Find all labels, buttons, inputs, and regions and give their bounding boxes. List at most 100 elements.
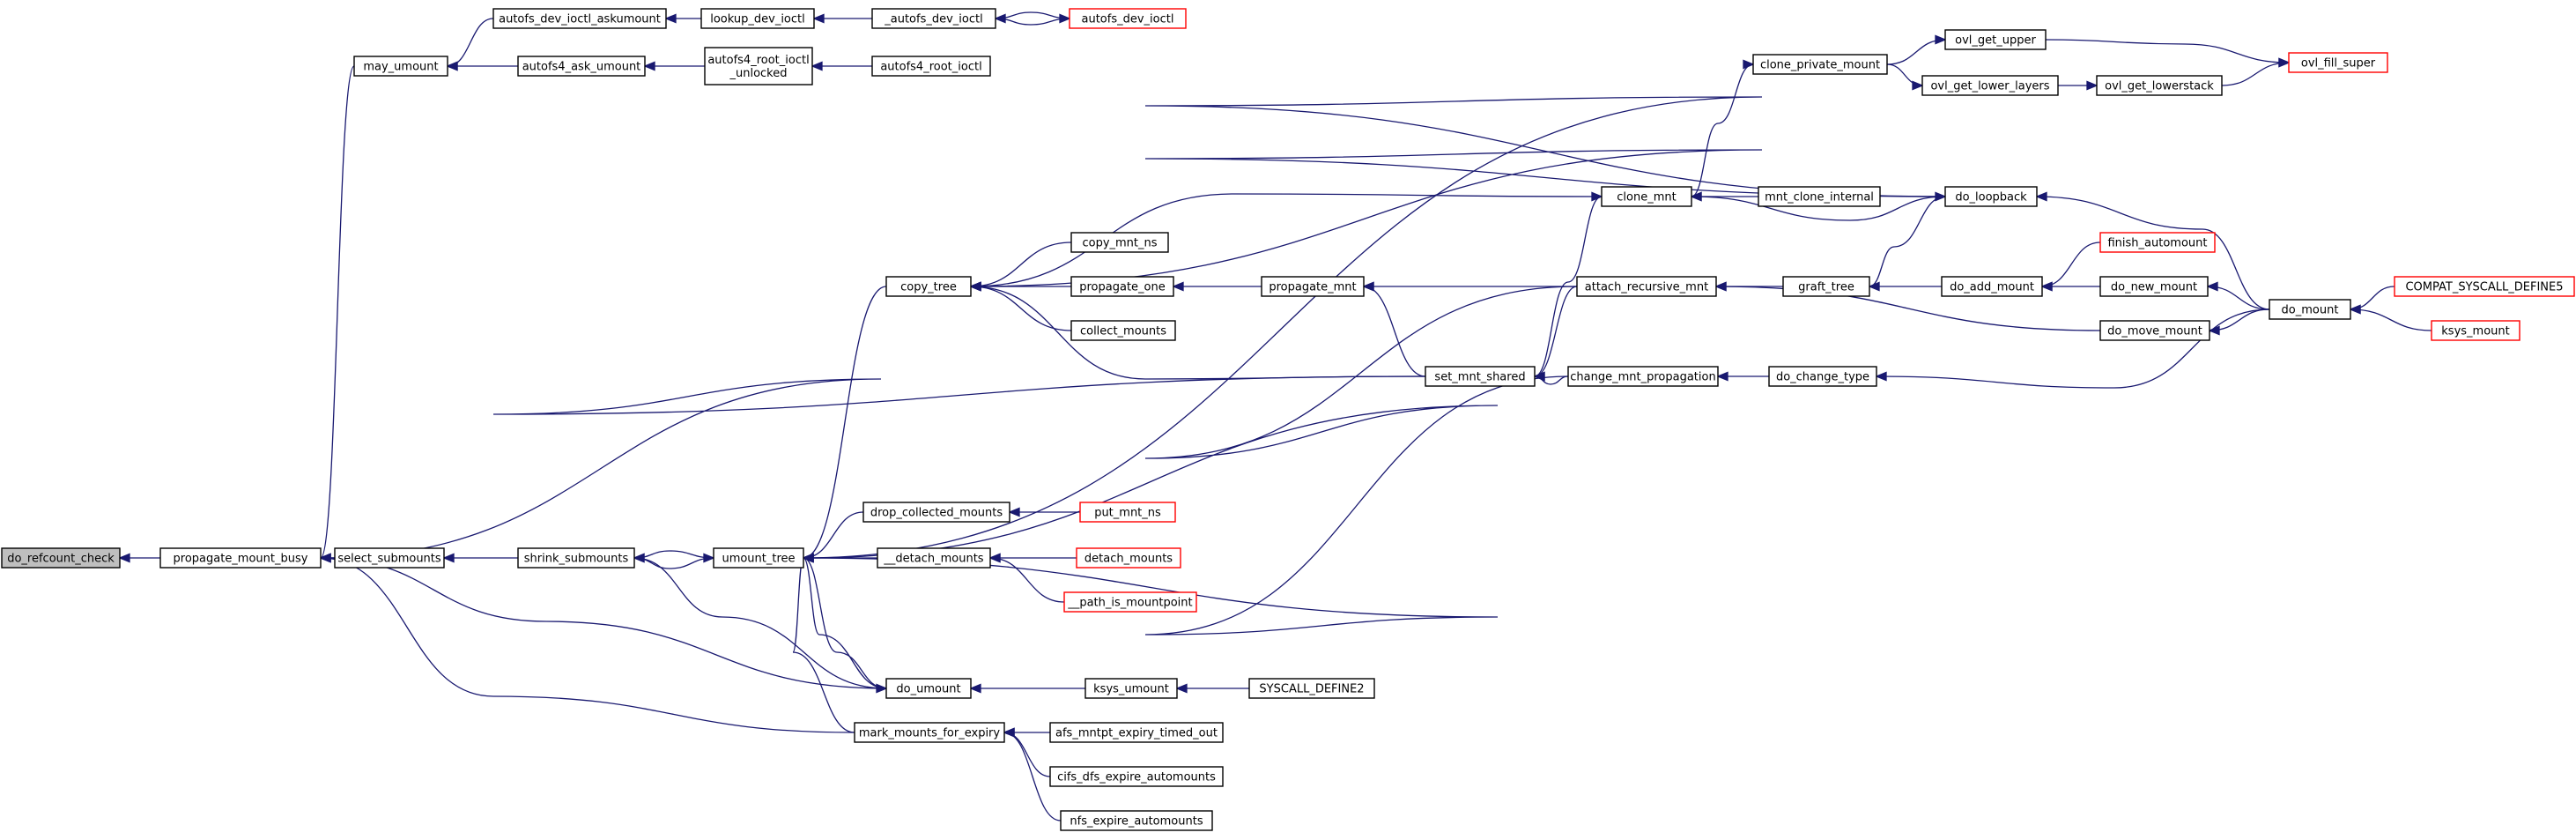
node-label: do_umount	[896, 683, 960, 696]
node-set-mnt-shared[interactable]: set_mnt_shared	[1425, 366, 1536, 387]
node-autofs-dev-ioctl[interactable]: _autofs_dev_ioctl	[871, 8, 996, 29]
node-may-umount[interactable]: may_umount	[353, 56, 448, 77]
node-autofs4-ask-umount[interactable]: autofs4_ask_umount	[517, 56, 646, 77]
node-path-is-mountpoint[interactable]: __path_is_mountpoint	[1063, 591, 1197, 613]
edge-line	[1691, 63, 1754, 197]
node-ovl-fill-super[interactable]: ovl_fill_super	[2288, 52, 2388, 73]
edge-arrowhead	[2278, 57, 2291, 68]
node-box	[1070, 320, 1176, 341]
node-umount-tree[interactable]: umount_tree	[713, 547, 804, 569]
node-SYSCALL-DEFINE2[interactable]: SYSCALL_DEFINE2	[1248, 678, 1375, 699]
edge-arrowhead	[1362, 281, 1374, 292]
node-shrink-submounts[interactable]: shrink_submounts	[517, 547, 635, 569]
node-detach-mounts[interactable]: __detach_mounts	[877, 547, 991, 569]
node-label: drop_collected_mounts	[870, 507, 1003, 520]
node-autofs-dev-ioctl-askumount[interactable]: autofs_dev_ioctl_askumount	[492, 8, 667, 29]
node-collect-mounts[interactable]: collect_mounts	[1070, 320, 1176, 341]
node-ksys-umount[interactable]: ksys_umount	[1084, 678, 1178, 699]
node-COMPAT-SYSCALL-DEFINE5[interactable]: COMPAT_SYSCALL_DEFINE5	[2394, 276, 2575, 297]
node-label: mnt_clone_internal	[1765, 191, 1874, 204]
edge-shrink_submounts-to-umount_tree	[633, 553, 715, 569]
node-autofs-dev-ioctl[interactable]: autofs_dev_ioctl	[1069, 8, 1187, 29]
node-box	[1601, 186, 1692, 207]
node-ovl-get-upper[interactable]: ovl_get_upper	[1944, 29, 2047, 50]
node-cifs-dfs-expire-automounts[interactable]: cifs_dfs_expire_automounts	[1049, 766, 1224, 787]
node-do-change-type[interactable]: do_change_type	[1768, 366, 1877, 387]
node-do-loopback[interactable]: do_loopback	[1944, 186, 2038, 207]
node-ovl-get-lowerstack[interactable]: ovl_get_lowerstack	[2096, 75, 2223, 96]
edge-line	[633, 550, 714, 559]
node-box	[492, 8, 667, 29]
edge-arrowhead	[1059, 13, 1071, 24]
node-propagate-one[interactable]: propagate_one	[1070, 276, 1174, 297]
node-clone-mnt[interactable]: clone_mnt	[1601, 186, 1692, 207]
node-label: graft_tree	[1798, 281, 1854, 294]
node-copy-mnt-ns[interactable]: copy_mnt_ns	[1070, 232, 1169, 253]
node-box	[1070, 276, 1174, 297]
edge-line	[447, 18, 494, 67]
node-label: may_umount	[363, 61, 438, 74]
node-nfs-expire-automounts[interactable]: nfs_expire_automounts	[1060, 810, 1213, 831]
node-propagate-mnt[interactable]: propagate_mnt	[1261, 276, 1365, 297]
node-finish-automount[interactable]: finish_automount	[2099, 232, 2216, 253]
node-do-new-mount[interactable]: do_new_mount	[2099, 276, 2209, 297]
edge-arrowhead	[2206, 281, 2218, 292]
edge-line	[803, 96, 1946, 559]
node-do-mount[interactable]: do_mount	[2269, 299, 2351, 320]
node-autofs4-root-ioctl-unlocked[interactable]: autofs4_root_ioctl_unlocked	[704, 47, 813, 85]
node-label: do_mount	[2282, 304, 2339, 317]
node-box	[1079, 502, 1176, 523]
node-label: do_loopback	[1955, 191, 2027, 204]
node-drop-collected-mounts[interactable]: drop_collected_mounts	[862, 502, 1010, 523]
node-mnt-clone-internal[interactable]: mnt_clone_internal	[1758, 186, 1881, 207]
node-afs-mntpt-expiry-timed-out[interactable]: afs_mntpt_expiry_timed_out	[1049, 722, 1224, 743]
edge-clone_private_mount-to-ovl_get_lower_layers	[1886, 63, 1924, 91]
node-do-move-mount[interactable]: do_move_mount	[2099, 320, 2210, 341]
node-label: afs_mntpt_expiry_timed_out	[1055, 727, 1218, 740]
node-graft-tree[interactable]: graft_tree	[1782, 276, 1870, 297]
edge-arrowhead	[2040, 281, 2053, 292]
edge-arrowhead	[2349, 304, 2361, 315]
edge-line	[989, 557, 1065, 603]
edge-arrowhead	[442, 553, 455, 563]
edge-arrowhead	[1912, 80, 1924, 91]
node-attach-recursive-mnt[interactable]: attach_recursive_mnt	[1576, 276, 1717, 297]
edge-line	[1003, 732, 1051, 777]
node-box	[517, 56, 646, 77]
edge-line	[970, 242, 1072, 287]
node-ovl-get-lower-layers[interactable]: ovl_get_lower_layers	[1921, 75, 2059, 96]
node-propagate-mount-busy[interactable]: propagate_mount_busy	[159, 547, 322, 569]
node-autofs4-root-ioctl[interactable]: autofs4_root_ioctl	[871, 56, 991, 77]
edge-do_loopback-to-clone_mnt	[1690, 191, 1946, 221]
node-copy-tree[interactable]: copy_tree	[885, 276, 972, 297]
edge-set_mnt_shared-to-clone_mnt	[1534, 191, 1603, 377]
node-label: __detach_mounts	[883, 553, 983, 566]
node-ksys-mount[interactable]: ksys_mount	[2431, 320, 2520, 341]
node-put-mnt-ns[interactable]: put_mnt_ns	[1079, 502, 1176, 523]
node-do-umount[interactable]: do_umount	[885, 678, 972, 699]
edge-line	[792, 557, 855, 733]
node-label: propagate_mount_busy	[174, 553, 308, 566]
edge-arrowhead	[811, 61, 823, 71]
node-detach-mounts[interactable]: detach_mounts	[1076, 547, 1181, 569]
node-do-add-mount[interactable]: do_add_mount	[1941, 276, 2043, 297]
edge-line	[2045, 39, 2290, 63]
node-label: do_move_mount	[2107, 325, 2202, 338]
edge-autofs4_root_ioctl-to-autofs4_root_ioctl_unlocked	[811, 61, 873, 71]
edge-autofs4_root_ioctl_unlocked-to-autofs4_ask_umount	[643, 61, 706, 71]
node-clone-private-mount[interactable]: clone_private_mount	[1752, 54, 1888, 75]
edge-set_mnt_shared-to-propagate_mnt	[1362, 281, 1426, 377]
node-select-submounts[interactable]: select_submounts	[334, 547, 445, 569]
node-box	[1752, 54, 1888, 75]
node-label: copy_tree	[900, 281, 957, 294]
node-box	[885, 678, 972, 699]
edge-line	[970, 193, 1603, 287]
node-label: detach_mounts	[1084, 553, 1173, 566]
edge-line	[633, 557, 714, 569]
node-mark-mounts-for-expiry[interactable]: mark_mounts_for_expiry	[854, 722, 1005, 743]
node-lookup-dev-ioctl[interactable]: lookup_dev_ioctl	[700, 8, 815, 29]
node-label: collect_mounts	[1080, 325, 1166, 338]
node-change-mnt-propagation[interactable]: change_mnt_propagation	[1567, 366, 1719, 387]
edge-do_loopback-to-umount_tree	[802, 96, 1946, 563]
edge-arrowhead	[876, 683, 888, 694]
